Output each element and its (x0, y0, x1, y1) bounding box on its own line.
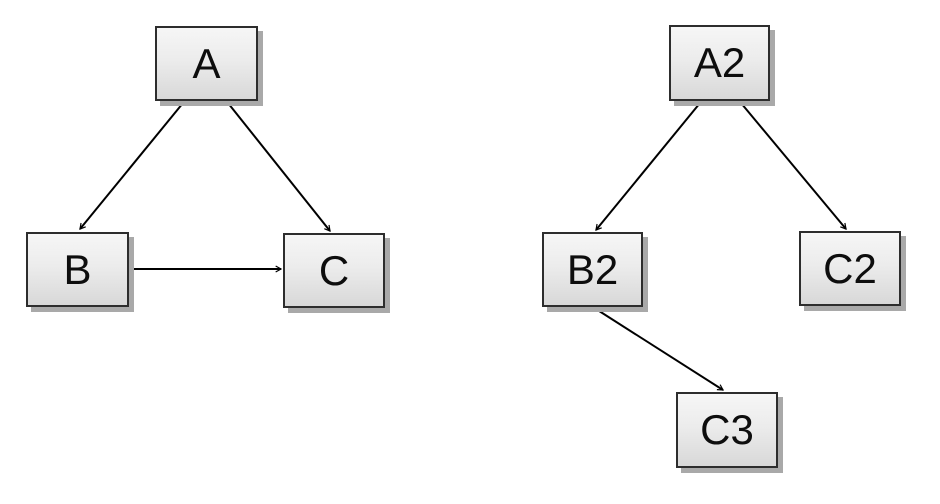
edges-group (79, 102, 847, 391)
node-c[interactable]: C (283, 233, 385, 308)
edge-b2-to-c3[interactable] (595, 308, 725, 391)
node-label-a: A (192, 39, 221, 87)
node-c3[interactable]: C3 (676, 392, 778, 468)
node-label-c: C (318, 246, 350, 294)
node-b[interactable]: B (26, 232, 129, 307)
node-label-b: B (63, 245, 92, 293)
node-label-c3: C3 (700, 406, 754, 453)
edge-a2-to-b2[interactable] (595, 102, 701, 231)
edge-a2-to-c2[interactable] (740, 102, 847, 230)
node-b2[interactable]: B2 (542, 232, 643, 307)
node-label-c2: C2 (823, 244, 877, 292)
node-c2[interactable]: C2 (799, 231, 901, 306)
node-a[interactable]: A (155, 26, 258, 101)
edge-a-to-b[interactable] (79, 102, 184, 230)
edge-a-to-c[interactable] (227, 102, 331, 232)
node-label-a2: A2 (693, 39, 746, 86)
node-label-b2: B2 (566, 245, 619, 293)
node-a2[interactable]: A2 (669, 25, 770, 101)
